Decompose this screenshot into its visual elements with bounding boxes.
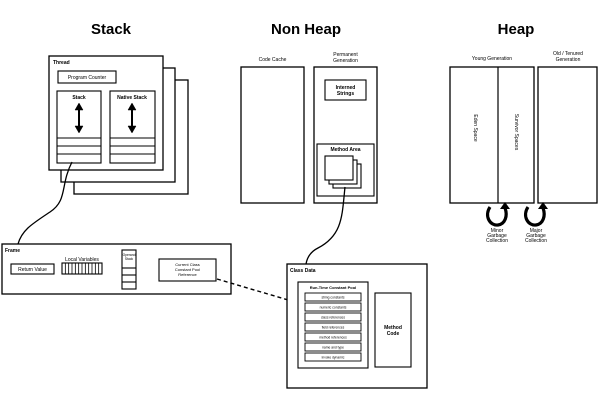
method-code-box — [374, 292, 412, 368]
permanent-generation-label-line2: Generation — [333, 58, 358, 64]
native-stack-label: Native Stack — [117, 95, 147, 101]
minor-gc-line1: Minor — [491, 228, 504, 234]
method-area-to-class-data-connector — [305, 186, 346, 265]
stack-label: Stack — [72, 95, 86, 101]
operand-stack-label-line1: Operand — [123, 253, 136, 257]
return-value-box — [10, 263, 55, 275]
major-gc-line1: Major — [530, 228, 543, 234]
stack-growth-arrow — [74, 102, 84, 134]
method-area-label: Method Area — [330, 147, 360, 153]
constant-pool-item-label: class references — [321, 316, 345, 320]
program-counter-box — [57, 70, 117, 84]
major-gc-arrow — [523, 202, 548, 227]
class-data-label: Class Data — [290, 268, 316, 274]
native-stack-growth-arrow — [127, 102, 137, 134]
constant-pool-items: string constants numeric constants class r… — [304, 292, 362, 362]
constant-pool-item-box — [304, 332, 362, 342]
young-generation-box — [449, 66, 535, 204]
constant-pool-item-label: numeric constants — [320, 306, 347, 310]
method-code-line1: Method — [384, 325, 402, 331]
operand-stack — [121, 249, 137, 290]
code-cache-box — [240, 66, 305, 204]
method-area-stack — [324, 155, 362, 189]
eden-space-label: Eden Space — [472, 114, 478, 141]
survivor-spaces-label: Survivor Spaces — [513, 114, 519, 151]
program-counter-label: Program Counter — [68, 75, 107, 81]
minor-gc-line3: Collection — [486, 238, 508, 244]
local-variables-cells — [64, 263, 100, 274]
constant-pool-item-label: name and type — [322, 346, 344, 350]
frame-label: Frame — [5, 248, 20, 254]
heading-heap: Heap — [498, 21, 535, 38]
method-code-line2: Code — [387, 331, 400, 337]
code-cache-label: Code Cache — [259, 57, 287, 63]
heading-non-heap: Non Heap — [271, 21, 341, 38]
minor-gc-line2: Garbage — [487, 233, 507, 239]
constant-pool-item-label: method references — [319, 336, 347, 340]
constant-pool-item-box — [304, 322, 362, 332]
permanent-generation-label-line1: Permanent — [333, 52, 358, 58]
interned-strings-line1: Interned — [336, 85, 356, 91]
constant-pool-item-box — [304, 302, 362, 312]
major-gc-line2: Garbage — [526, 233, 546, 239]
interned-strings-line2: Strings — [337, 91, 354, 97]
constant-pool-item-box — [304, 312, 362, 322]
constant-pool-reference-box — [158, 258, 217, 282]
old-generation-box — [537, 66, 598, 204]
old-generation-label-line1: Old / Tenured — [553, 51, 583, 57]
thread-label: Thread — [53, 60, 70, 66]
operand-stack-label-line2: Stack — [125, 257, 134, 261]
constant-pool-item-label: invoke dynamic — [322, 356, 345, 360]
local-variables-label: Local Variables — [65, 257, 99, 263]
heading-stack: Stack — [91, 21, 132, 38]
constant-pool-item-box — [304, 352, 362, 362]
return-value-label: Return Value — [18, 267, 47, 273]
interned-strings-box — [324, 79, 367, 101]
stack-to-frame-connector — [17, 161, 73, 245]
constant-pool-item-label: field references — [322, 326, 345, 330]
constant-pool-reference-line3: Reference — [178, 272, 197, 277]
constant-pool-reference-line2: Constant Pool — [175, 267, 200, 272]
constant-pool-item-box — [304, 292, 362, 302]
constant-pool-reference-line1: Current Class — [175, 262, 199, 267]
minor-gc-arrow — [485, 202, 510, 227]
constant-pool-item-label: string constants — [321, 296, 344, 300]
major-gc-line3: Collection — [525, 238, 547, 244]
young-generation-label: Young Generation — [472, 56, 512, 62]
constant-pool-item-box — [304, 342, 362, 352]
run-time-constant-pool-label: Run-Time Constant Pool — [310, 285, 357, 290]
old-generation-label-line2: Generation — [556, 57, 581, 63]
